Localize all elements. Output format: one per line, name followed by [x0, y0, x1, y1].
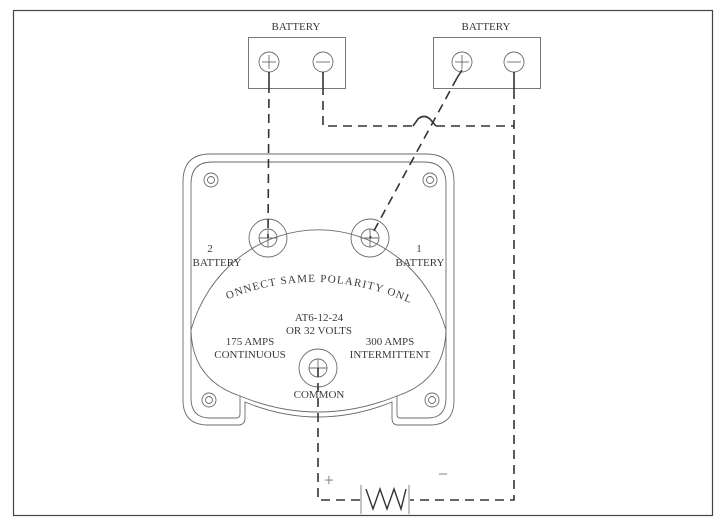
terminal-stud-battery-1-icon — [350, 218, 390, 258]
wire-stub — [456, 69, 463, 79]
wire-battery-right-negative-to-load — [410, 90, 515, 501]
wire-battery-left-negative — [322, 86, 413, 127]
positive-terminal-icon — [451, 51, 473, 73]
wire-battery-left-positive-to-terminal-2 — [267, 83, 270, 239]
negative-terminal-icon — [312, 51, 334, 73]
battery-right: BATTERY — [433, 21, 541, 89]
model-number: AT6-12-24 — [295, 312, 344, 324]
mounting-plate-inner — [190, 161, 447, 419]
diagram-frame — [12, 9, 714, 517]
continuous-amps: 175 AMPS — [226, 336, 275, 348]
battery-right-box — [433, 37, 541, 89]
negative-terminal-icon — [503, 51, 525, 73]
mounting-hole-icon — [422, 172, 438, 188]
load: + − — [324, 464, 448, 514]
battery-1-label: BATTERY — [396, 257, 445, 269]
battery-2-label: BATTERY — [193, 257, 242, 269]
load-positive-symbol: + — [324, 470, 334, 490]
intermittent-label: INTERMITTENT — [350, 349, 431, 361]
load-negative-symbol: − — [438, 464, 448, 484]
resistor-icon — [365, 486, 407, 512]
mounting-plate-outer — [182, 153, 455, 426]
battery-right-label: BATTERY — [462, 21, 511, 33]
voltage-rating: OR 32 VOLTS — [286, 325, 352, 337]
battery-left-box — [248, 37, 346, 89]
battery-left-label: BATTERY — [272, 21, 321, 33]
positive-terminal-icon — [258, 51, 280, 73]
intermittent-amps: 300 AMPS — [366, 336, 415, 348]
wire-crossover-jump — [412, 115, 437, 127]
battery-2-number: 2 — [207, 243, 213, 255]
mounting-hole-icon — [201, 392, 217, 408]
wire-battery-right-positive-to-terminal-1 — [369, 77, 458, 239]
switch-body: 2 BATTERY 1 BATTERY CONNECT SAME POLARIT… — [0, 0, 455, 426]
mounting-hole-icon — [424, 392, 440, 408]
continuous-label: CONTINUOUS — [214, 349, 286, 361]
battery-left: BATTERY — [248, 21, 346, 89]
wiring — [267, 69, 515, 501]
mounting-hole-icon — [203, 172, 219, 188]
dial-outline — [190, 229, 447, 397]
battery-1-number: 1 — [416, 243, 422, 255]
common-label: COMMON — [294, 389, 345, 401]
